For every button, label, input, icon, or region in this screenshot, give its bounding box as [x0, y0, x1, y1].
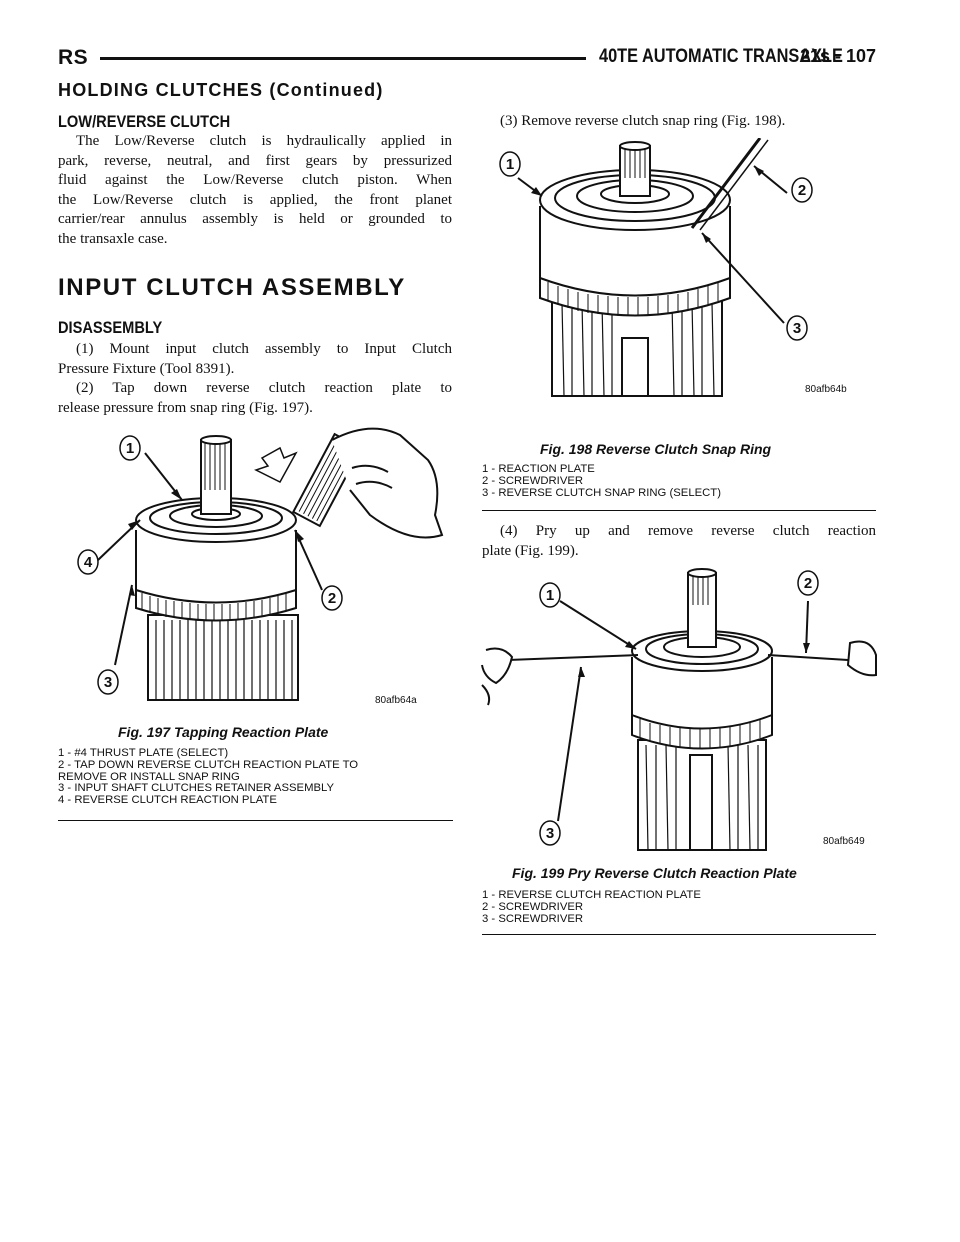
legend-item: 3 - REVERSE CLUTCH SNAP RING (SELECT)	[482, 486, 721, 499]
step-line: plate (Fig. 199).	[482, 542, 579, 559]
callout-3: 3	[546, 825, 554, 842]
legend-item: 2 - SCREWDRIVER	[482, 900, 584, 913]
callout-1: 1	[506, 156, 514, 173]
fig197-legend: 1 - #4 THRUST PLATE (SELECT) 2 - TAP DOW…	[58, 747, 359, 807]
legend-item: 3 - INPUT SHAFT CLUTCHES RETAINER ASSEMB…	[58, 782, 334, 795]
step-3: (3) Remove reverse clutch snap ring (Fig…	[482, 112, 876, 132]
fig198-rule	[482, 510, 876, 511]
callout-1: 1	[546, 587, 554, 604]
callout-3: 3	[104, 674, 112, 691]
legend-item: 1 - #4 THRUST PLATE (SELECT)	[58, 747, 229, 759]
step-2: (2) Tap down reverse clutch reaction pla…	[58, 379, 452, 418]
fig199-illustration: 1 2 3 80afb649	[481, 568, 877, 851]
legend-item: 1 - REACTION PLATE	[482, 463, 595, 475]
paragraph-line: the Low/Reverse clutch is applied, the f…	[58, 191, 452, 208]
fig199-legend: 1 - REVERSE CLUTCH REACTION PLATE 2 - SC…	[482, 889, 701, 925]
manual-code: RS	[58, 46, 89, 69]
manual-title: 40TE AUTOMATIC TRANSAXLE	[599, 46, 843, 67]
fig199-caption: Fig. 199 Pry Reverse Clutch Reaction Pla…	[512, 865, 797, 881]
step-line: release pressure from snap ring (Fig. 19…	[58, 399, 313, 416]
step-4: (4) Pry up and remove reverse clutch rea…	[482, 522, 876, 561]
fig199-code: 80afb649	[823, 836, 865, 847]
disassembly-heading: DISASSEMBLY	[58, 318, 163, 337]
step-line: (1) Mount input clutch assembly to Input…	[76, 341, 452, 357]
callout-2: 2	[804, 575, 812, 592]
low-reverse-heading: LOW/REVERSE CLUTCH	[58, 112, 231, 131]
page-header: RS 40TE AUTOMATIC TRANSAXLE 21s - 107	[58, 44, 876, 74]
fig197-caption: Fig. 197 Tapping Reaction Plate	[118, 724, 329, 740]
callout-3: 3	[793, 320, 801, 337]
legend-item: REMOVE OR INSTALL SNAP RING	[58, 770, 240, 783]
paragraph-line: carrier/rear annulus assembly is held or…	[58, 211, 452, 228]
page-number: 21s - 107	[799, 46, 876, 66]
step-line: (2) Tap down reverse clutch reaction pla…	[76, 380, 452, 396]
callout-2: 2	[798, 182, 806, 199]
fig198-illustration: 1 2 3 80afb64b	[499, 138, 847, 397]
fig198-code: 80afb64b	[805, 384, 847, 395]
paragraph-line: park, reverse, neutral, and first gears …	[58, 152, 452, 169]
fig199-rule	[482, 934, 876, 935]
callout-1: 1	[126, 440, 134, 457]
paragraph-line: fluid against the Low/Reverse clutch pis…	[58, 172, 452, 189]
header-rule	[100, 57, 586, 60]
legend-item: 1 - REVERSE CLUTCH REACTION PLATE	[482, 889, 701, 901]
fig197-code: 80afb64a	[375, 695, 417, 706]
step-line: Pressure Fixture (Tool 8391).	[58, 360, 235, 377]
input-clutch-heading: INPUT CLUTCH ASSEMBLY	[58, 274, 406, 301]
legend-item: 4 - REVERSE CLUTCH REACTION PLATE	[58, 794, 277, 807]
step-line: (4) Pry up and remove reverse clutch rea…	[500, 523, 876, 539]
legend-item: 2 - SCREWDRIVER	[482, 474, 584, 487]
legend-item: 3 - SCREWDRIVER	[482, 912, 584, 925]
fig198-legend: 1 - REACTION PLATE 2 - SCREWDRIVER 3 - R…	[482, 463, 721, 499]
legend-item: 2 - TAP DOWN REVERSE CLUTCH REACTION PLA…	[58, 758, 359, 771]
fig197-rule	[58, 820, 453, 821]
fig197-illustration: 1 2 3 4 80afb64a	[77, 427, 444, 706]
section-continued-heading: HOLDING CLUTCHES (Continued)	[58, 80, 384, 100]
step-line: (3) Remove reverse clutch snap ring (Fig…	[500, 113, 786, 129]
paragraph-line: The Low/Reverse clutch is hydraulically …	[76, 133, 452, 149]
fig198-caption: Fig. 198 Reverse Clutch Snap Ring	[540, 441, 772, 457]
step-1: (1) Mount input clutch assembly to Input…	[58, 340, 452, 379]
paragraph-line: the transaxle case.	[58, 230, 168, 247]
low-reverse-paragraph: The Low/Reverse clutch is hydraulically …	[58, 132, 452, 250]
callout-4: 4	[84, 554, 93, 571]
callout-2: 2	[328, 590, 336, 607]
